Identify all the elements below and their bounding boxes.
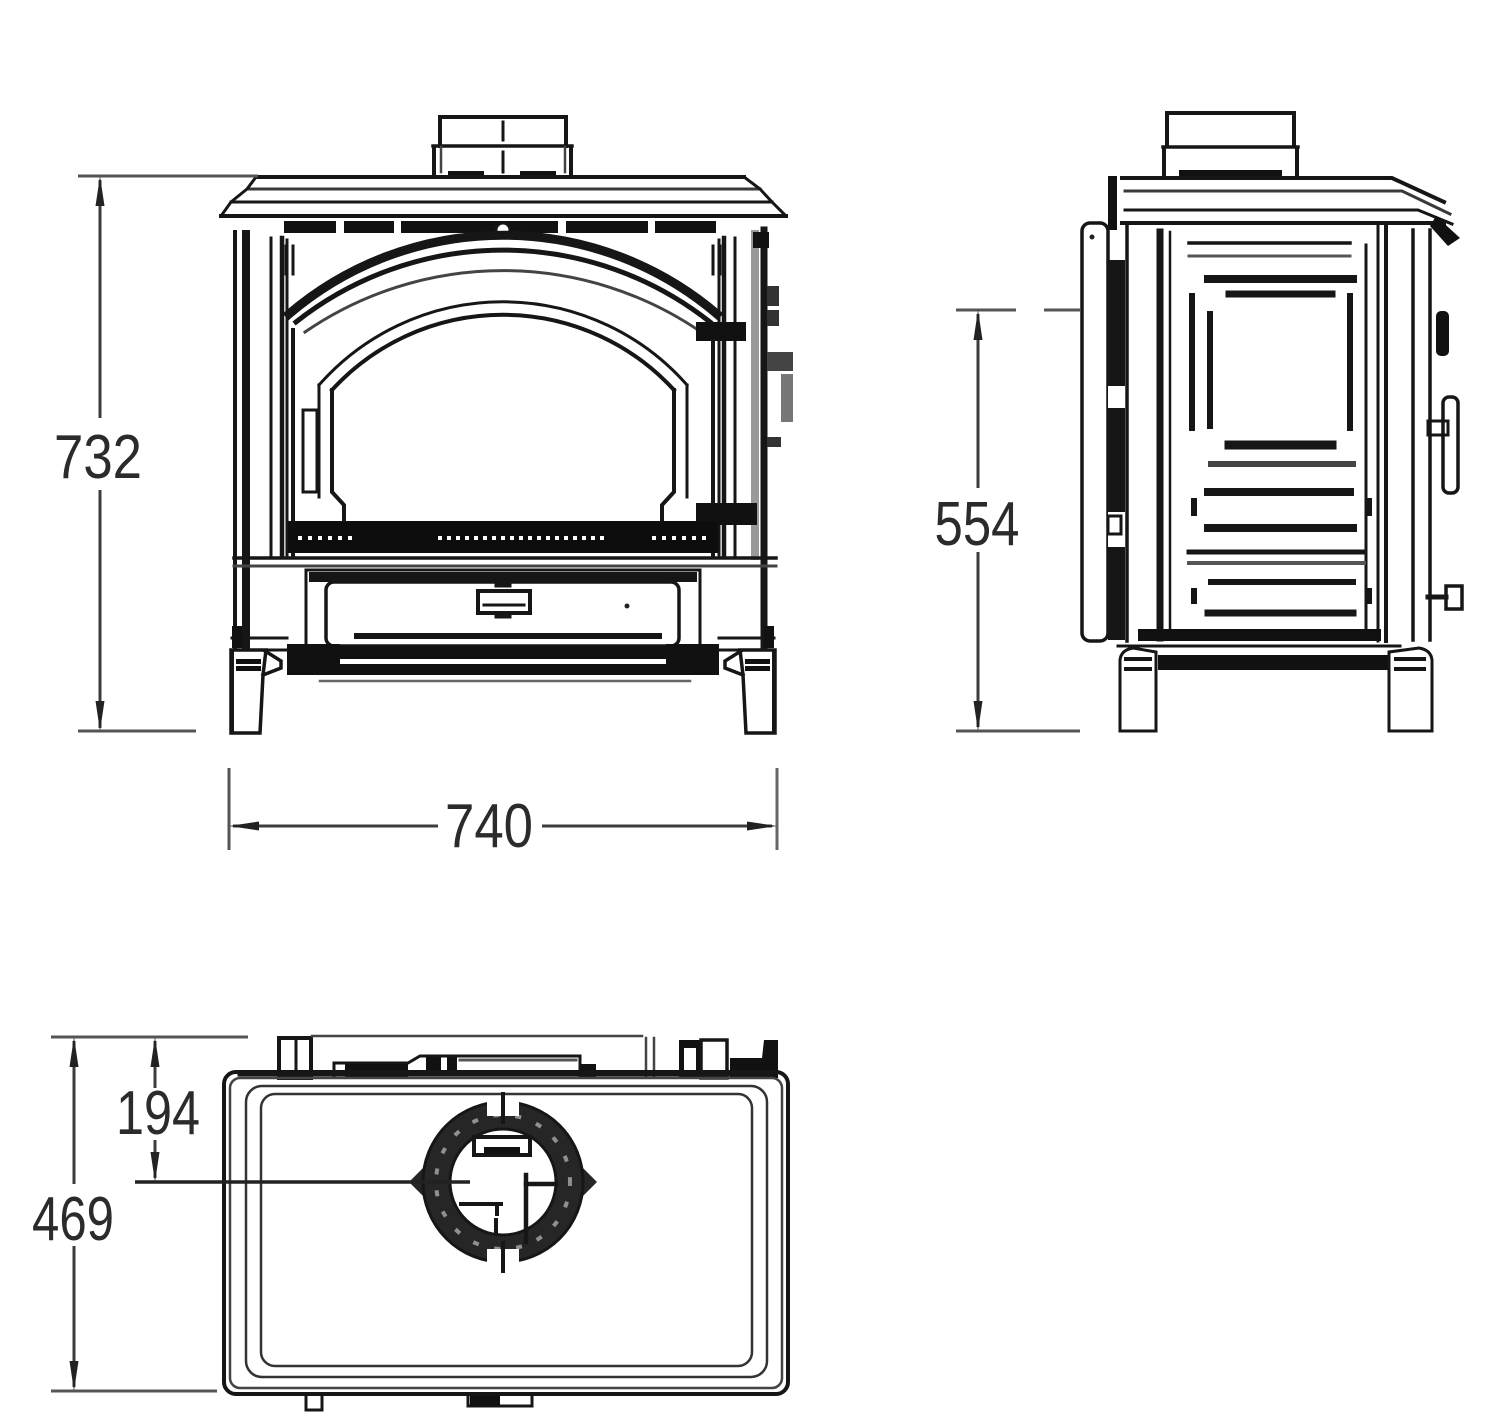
- svg-text:469: 469: [32, 1185, 114, 1254]
- svg-text:194: 194: [116, 1079, 200, 1148]
- svg-text:554: 554: [935, 490, 1020, 559]
- svg-text:740: 740: [445, 792, 533, 861]
- svg-text:732: 732: [54, 423, 142, 492]
